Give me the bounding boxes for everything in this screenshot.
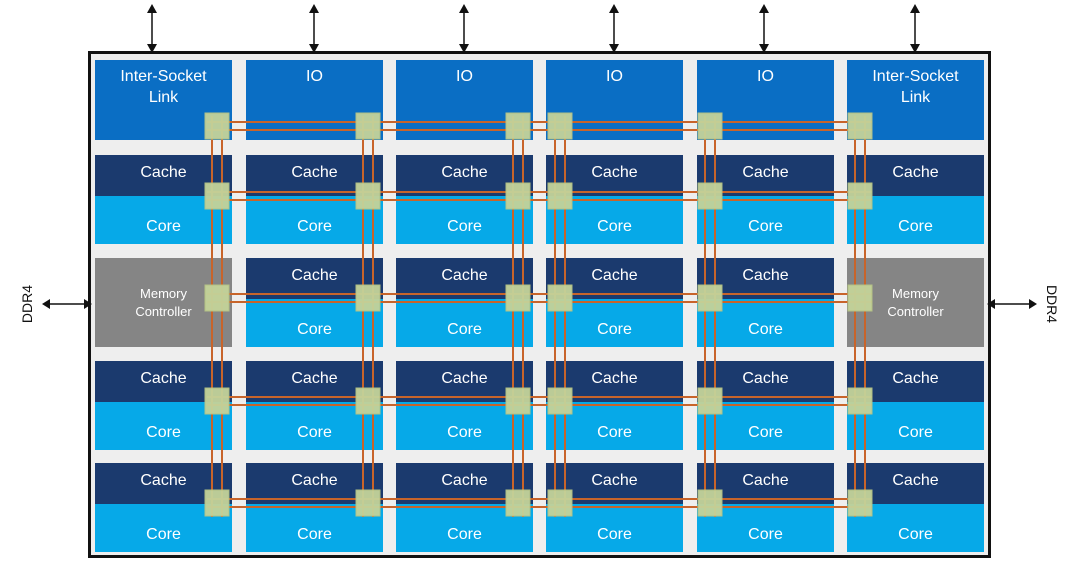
core-label: Core bbox=[95, 402, 232, 450]
cache-label: Cache bbox=[396, 258, 533, 299]
cache-label: Cache bbox=[95, 155, 232, 196]
cache-label: Cache bbox=[246, 155, 383, 196]
cache-label: Cache bbox=[396, 361, 533, 402]
arrow-head-left bbox=[42, 299, 50, 309]
io-tile: IO bbox=[396, 60, 533, 140]
core-label: Core bbox=[396, 402, 533, 450]
cache-label: Cache bbox=[546, 155, 683, 196]
die-outline bbox=[88, 51, 991, 558]
arrow-head-right bbox=[1029, 299, 1037, 309]
core-label: Core bbox=[546, 299, 683, 347]
cache-label: Cache bbox=[246, 361, 383, 402]
io-tile: IO bbox=[546, 60, 683, 140]
core-label: Core bbox=[246, 299, 383, 347]
cache-label: Cache bbox=[246, 463, 383, 504]
cache-label: Cache bbox=[546, 463, 683, 504]
core-label: Core bbox=[546, 196, 683, 244]
core-label: Core bbox=[246, 402, 383, 450]
core-label: Core bbox=[95, 196, 232, 244]
core-label: Core bbox=[246, 196, 383, 244]
core-label: Core bbox=[697, 504, 834, 552]
cache-label: Cache bbox=[396, 155, 533, 196]
arrow-head-up bbox=[147, 4, 157, 13]
core-label: Core bbox=[697, 196, 834, 244]
cache-label: Cache bbox=[95, 361, 232, 402]
cache-label: Cache bbox=[697, 463, 834, 504]
core-label: Core bbox=[396, 504, 533, 552]
inter-socket-link-tile: Inter-Socket Link bbox=[847, 60, 984, 140]
io-tile: IO bbox=[246, 60, 383, 140]
core-label: Core bbox=[847, 196, 984, 244]
memory-controller-tile: Memory Controller bbox=[847, 258, 984, 347]
core-label: Core bbox=[546, 402, 683, 450]
cache-label: Cache bbox=[246, 258, 383, 299]
core-label: Core bbox=[697, 402, 834, 450]
cache-label: Cache bbox=[697, 258, 834, 299]
ddr4-label-left: DDR4 bbox=[19, 284, 36, 324]
ddr4-label-right: DDR4 bbox=[1044, 284, 1061, 324]
core-label: Core bbox=[95, 504, 232, 552]
cache-label: Cache bbox=[697, 155, 834, 196]
inter-socket-link-tile: Inter-Socket Link bbox=[95, 60, 232, 140]
core-label: Core bbox=[396, 299, 533, 347]
core-label: Core bbox=[246, 504, 383, 552]
arrow-head-up bbox=[459, 4, 469, 13]
memory-controller-tile: Memory Controller bbox=[95, 258, 232, 347]
cache-label: Cache bbox=[546, 258, 683, 299]
arrow-head-up bbox=[759, 4, 769, 13]
arrow-head-up bbox=[309, 4, 319, 13]
cache-label: Cache bbox=[396, 463, 533, 504]
core-label: Core bbox=[546, 504, 683, 552]
io-tile: IO bbox=[697, 60, 834, 140]
core-label: Core bbox=[847, 402, 984, 450]
cache-label: Cache bbox=[847, 155, 984, 196]
cache-label: Cache bbox=[847, 361, 984, 402]
arrow-head-up bbox=[609, 4, 619, 13]
core-label: Core bbox=[396, 196, 533, 244]
arrow-head-up bbox=[910, 4, 920, 13]
core-label: Core bbox=[697, 299, 834, 347]
cache-label: Cache bbox=[847, 463, 984, 504]
cache-label: Cache bbox=[95, 463, 232, 504]
core-label: Core bbox=[847, 504, 984, 552]
cache-label: Cache bbox=[546, 361, 683, 402]
cache-label: Cache bbox=[697, 361, 834, 402]
